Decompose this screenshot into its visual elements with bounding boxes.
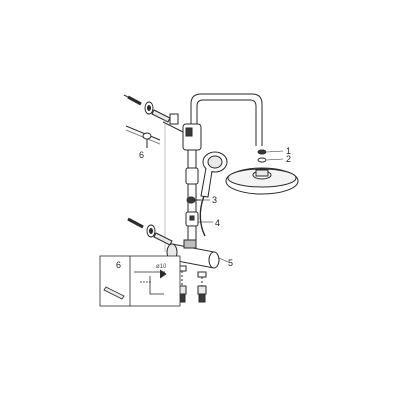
- upper-screw-icon: [123, 94, 142, 106]
- overhead-arm: [190, 93, 263, 146]
- callout-3: 3: [212, 195, 217, 205]
- thermostat-mixer: [166, 239, 220, 269]
- shower-hose: [199, 195, 206, 237]
- callout-6: 6: [139, 150, 144, 160]
- callout-1: 1: [286, 146, 291, 156]
- lower-dowel-icon: [153, 232, 173, 246]
- allen-key-icon: [142, 132, 152, 148]
- part-4-holder: [185, 211, 213, 227]
- callout-2: 2: [286, 154, 291, 164]
- callout-4: 4: [215, 218, 220, 228]
- inset-dimension: ø10: [156, 264, 167, 270]
- leader-line-5: [218, 257, 229, 263]
- hand-shower: [200, 151, 228, 198]
- detail-inset-6: 6 ø10: [99, 255, 181, 307]
- inset-drill-icon: [103, 286, 125, 300]
- s-union-right: [197, 271, 207, 303]
- o-ring-icon: [257, 149, 267, 163]
- part-3-nut: [186, 196, 210, 204]
- lower-washer-icon: [146, 224, 156, 238]
- leader-lines-1-2: [266, 150, 284, 161]
- upper-wall-bracket: [162, 121, 202, 151]
- upper-washer-icon: [144, 101, 154, 115]
- inset-callout-6: 6: [116, 260, 121, 270]
- rail-slider: [185, 167, 199, 185]
- lower-screw-icon: [127, 217, 144, 229]
- upper-dowel-icon: [151, 109, 179, 125]
- inset-bit-icon: [134, 269, 167, 295]
- callout-5: 5: [228, 258, 233, 268]
- head-shower: [225, 167, 299, 195]
